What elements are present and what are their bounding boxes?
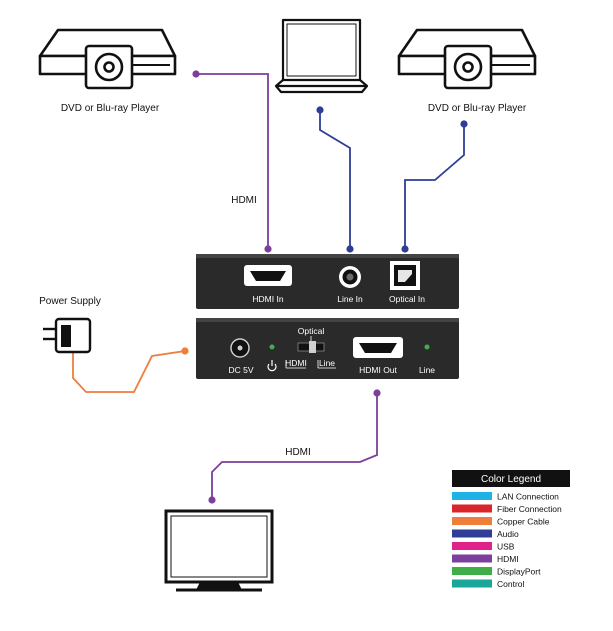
legend-item-label: USB <box>497 542 515 552</box>
endpoint-dot <box>208 496 216 504</box>
audio-cable-line-in <box>319 110 351 249</box>
endpoint-dot <box>181 347 189 355</box>
legend-item-label: LAN Connection <box>497 492 559 502</box>
optical-in-port <box>390 261 420 290</box>
hdmi-cable-bottom <box>211 393 378 500</box>
hdmi-in-port <box>244 265 292 286</box>
hdmi-top-label: HDMI <box>231 195 257 206</box>
dvd-player-right-label: DVD or Blu-ray Player <box>428 103 527 114</box>
line-in-label: Line In <box>337 294 363 304</box>
endpoint-dot <box>264 245 272 253</box>
legend-item-label: HDMI <box>497 554 519 564</box>
legend-swatch <box>452 529 492 538</box>
cables <box>72 73 465 500</box>
endpoint-dot <box>460 120 468 128</box>
audio-cable-optical-in <box>404 124 465 249</box>
front-panel: Optical HDMI Line DC 5V HDMI Out Line <box>196 318 459 379</box>
hdmi-in-label: HDMI In <box>252 294 283 304</box>
rear-panel: HDMI In Line In Optical In <box>196 254 459 309</box>
hdmi-bottom-label: HDMI <box>285 447 311 458</box>
switch-hdmi-label: HDMI <box>285 358 307 368</box>
power-icon <box>267 360 277 372</box>
legend-item-label: Copper Cable <box>497 517 550 527</box>
cable-endpoints <box>181 70 468 504</box>
endpoint-dot <box>401 245 409 253</box>
legend-swatch <box>452 504 492 513</box>
legend-item-label: Fiber Connection <box>497 504 562 514</box>
legend-title: Color Legend <box>481 474 541 485</box>
line-led-icon <box>424 344 430 350</box>
optical-in-label: Optical In <box>389 294 425 304</box>
dvd-player-left-label: DVD or Blu-ray Player <box>61 103 160 114</box>
endpoint-dot <box>373 389 381 397</box>
legend-swatch <box>452 517 492 525</box>
legend-title-bar <box>452 470 570 487</box>
endpoint-dot <box>192 70 200 78</box>
legend-item-label: Control <box>497 579 525 589</box>
endpoint-dot <box>346 245 354 253</box>
legend-swatch <box>452 492 492 500</box>
hdmi-cable-top <box>196 73 269 249</box>
line-in-jack <box>339 266 361 288</box>
legend-swatch <box>452 567 492 575</box>
audio-selector-switch[interactable] <box>285 336 336 369</box>
hdmi-out-label: HDMI Out <box>359 365 397 375</box>
switch-line-label: Line <box>319 358 335 368</box>
legend-swatch <box>452 579 492 588</box>
power-supply-label: Power Supply <box>39 296 101 307</box>
power-led-icon <box>269 344 275 350</box>
line-led-label: Line <box>419 365 435 375</box>
dvd-player-right <box>397 28 537 90</box>
dvd-player-left <box>38 28 177 90</box>
copper-cable-power <box>72 350 186 393</box>
power-adapter-icon <box>43 317 92 354</box>
dc-5v-label: DC 5V <box>228 365 253 375</box>
dc-power-jack <box>230 338 250 358</box>
switch-optical-label: Optical <box>298 326 325 336</box>
endpoint-dot <box>316 106 324 114</box>
hdmi-out-port <box>353 337 403 358</box>
legend-swatch <box>452 554 492 563</box>
legend-swatch <box>452 542 492 550</box>
laptop-icon <box>274 18 369 94</box>
tv-icon <box>164 509 274 592</box>
legend-item-label: Audio <box>497 529 519 539</box>
legend-item-label: DisplayPort <box>497 567 541 577</box>
